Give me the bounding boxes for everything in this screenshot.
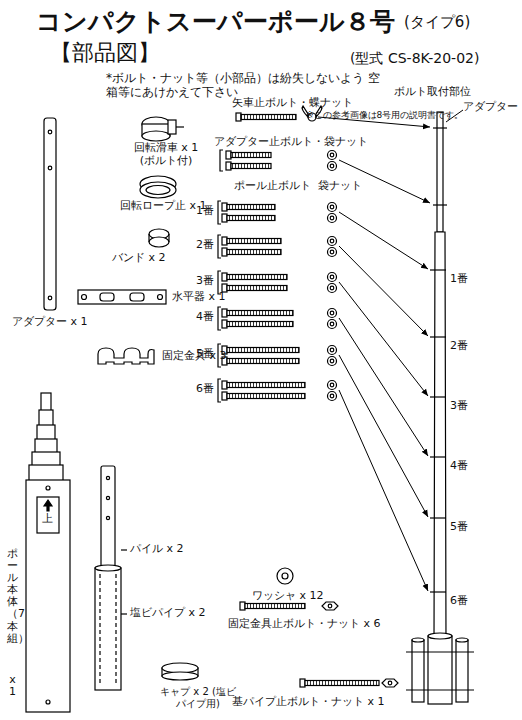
title: コンパクトスーパーポール８号 bbox=[36, 8, 395, 37]
part-label: 塩ビパイプ x 2 bbox=[130, 607, 206, 620]
callout-number: 4番 bbox=[196, 311, 214, 324]
callout-number: 4番 bbox=[450, 460, 468, 473]
section-heading: 【部品図】 bbox=[50, 40, 160, 65]
callout-number: 6番 bbox=[450, 595, 468, 608]
callout-number: 2番 bbox=[450, 340, 468, 353]
part-label: パイル x 2 bbox=[130, 543, 184, 556]
callout-number: 1番 bbox=[450, 273, 468, 286]
part-label: 固定金具止ボルト・ナット x 6 bbox=[228, 618, 381, 631]
callout-number: 2番 bbox=[196, 239, 214, 252]
model-number: (型式 CS-8K-20-02) bbox=[350, 50, 479, 66]
part-label: バンド x 2 bbox=[112, 252, 166, 265]
part-label: ワッシャ x 12 bbox=[252, 590, 324, 603]
part-label: 袋ナット bbox=[318, 180, 362, 193]
part-label: 基パイプ止ボルト・ナット x 1 bbox=[232, 696, 385, 709]
callout-number: 3番 bbox=[196, 275, 214, 288]
note: *ボルト・ナット等（小部品）は紛失しないよう 空箱等にあけかえて下さい bbox=[106, 72, 381, 100]
callout-number: 3番 bbox=[450, 400, 468, 413]
part-label: 回転ロープ止 x 1 bbox=[120, 200, 207, 213]
part-label: アダプター x 1 bbox=[12, 316, 88, 329]
part-label: 矢車止ボルト・蝶ナット bbox=[232, 97, 353, 110]
type-note: (タイプ6) bbox=[404, 14, 470, 31]
part-label: キャプ x 2 (塩ビパイプ用) bbox=[156, 686, 240, 709]
footnote: ※この参考画像は8号用の説明書です。 bbox=[306, 110, 463, 120]
part-label: 固定金具 x 3 bbox=[162, 350, 227, 363]
part-label: ポール本体（7本組） bbox=[7, 548, 18, 645]
callout-number: 6番 bbox=[196, 383, 214, 396]
part-label: ボルト取付部位 bbox=[394, 86, 471, 99]
callout-number: 1番 bbox=[196, 205, 214, 218]
callout-number: 5番 bbox=[450, 521, 468, 534]
part-label: 回転滑車 x 1 (ボルト付) bbox=[128, 142, 204, 167]
part-label: アダプター bbox=[463, 101, 518, 114]
part-label: 水平器 x 1 bbox=[172, 291, 226, 304]
part-label: ポール止ボルト bbox=[234, 180, 311, 193]
part-label: x 1 bbox=[7, 674, 18, 698]
part-label: アダプター止ボルト・袋ナット bbox=[214, 136, 368, 149]
direction-mark: 上 bbox=[42, 513, 53, 526]
